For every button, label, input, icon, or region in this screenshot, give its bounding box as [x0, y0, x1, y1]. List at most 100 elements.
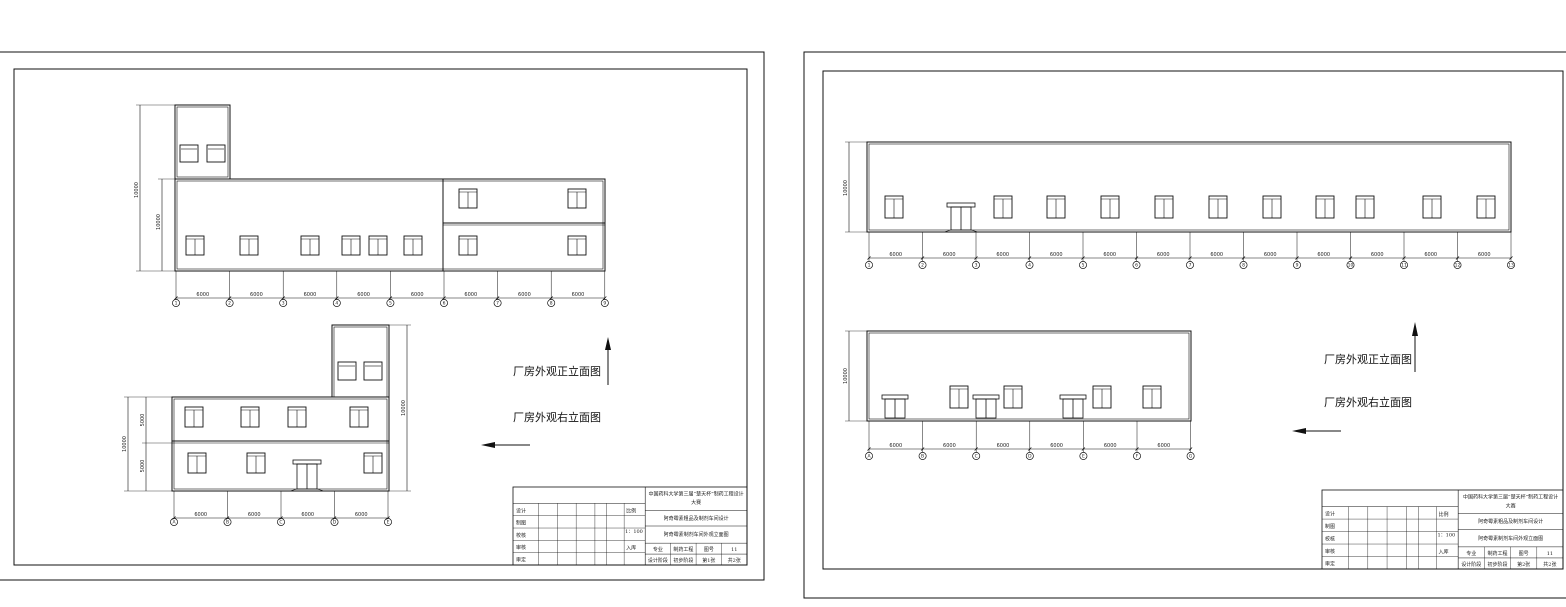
- window-icon: [567, 235, 587, 256]
- bay-dimension: 6000: [1317, 252, 1330, 258]
- window-icon: [1046, 195, 1066, 219]
- window-icon: [239, 235, 259, 256]
- sheet-1-lower-height-dim-3: 5000: [140, 460, 146, 473]
- bay-dimension: 6000: [304, 292, 317, 298]
- axis-label: A: [867, 454, 871, 460]
- axis-label: C: [279, 520, 282, 526]
- bay-dimension: 6000: [996, 252, 1009, 258]
- window-icon: [206, 144, 226, 163]
- axis-bubble-icon: [440, 299, 448, 307]
- bay-dimension: 6000: [943, 252, 956, 258]
- axis-bubble-icon: [600, 299, 609, 307]
- axis-bubble-icon: [1293, 261, 1301, 269]
- axis-bubble-icon: [332, 299, 341, 307]
- window-icon: [368, 235, 388, 256]
- scale-label: 比例: [1438, 511, 1448, 518]
- axis-bubble-icon: [1079, 261, 1087, 269]
- axis-label: 2: [921, 263, 924, 269]
- window-icon: [1100, 195, 1120, 219]
- window-icon: [363, 452, 383, 474]
- axis-bubble-icon: [1132, 261, 1141, 269]
- title-block-cell: 专业: [653, 546, 663, 553]
- title-block-cell: 共2张: [728, 557, 741, 564]
- sheet-2-upper-height-dim: 10000: [843, 180, 849, 196]
- sheet-2-inner-frame: [822, 70, 1564, 570]
- scale-value: 1：100: [1437, 533, 1455, 539]
- axis-label: D: [1028, 454, 1032, 460]
- sheet-1-lower-height-dim-1: 10000: [122, 436, 128, 452]
- project-title: 阿奇霉素粗品及制剂车间设计: [1478, 518, 1543, 525]
- bay-dimension: 6000: [411, 292, 424, 298]
- window-icon: [349, 406, 369, 428]
- title-block-role: 审核: [516, 544, 526, 551]
- bay-dimension: 6000: [357, 292, 370, 298]
- sheet-2-title-block: 设计制图校核审核审定比例1：100入库中国药科大学第三届“楚天杯”制药工程设计大…: [1321, 489, 1564, 570]
- north-arrow-icon: [605, 337, 611, 385]
- axis-label: 7: [496, 301, 499, 307]
- bay-dimension: 6000: [889, 252, 902, 258]
- title-block-cell: 初步阶段: [673, 557, 693, 564]
- axis-label: D: [333, 520, 337, 526]
- bay-dimension: 6000: [997, 443, 1010, 449]
- axis-bubble-icon: [172, 299, 180, 307]
- competition-title-cont: 大赛: [691, 499, 701, 506]
- axis-label: 6: [443, 301, 446, 307]
- axis-label: 2: [228, 301, 231, 307]
- bay-dimension: 6000: [1104, 443, 1117, 449]
- title-block-cell: 图号: [704, 547, 714, 553]
- window-icon: [1476, 195, 1496, 219]
- scale-label: 比例: [626, 508, 636, 515]
- axis-label: 12: [1455, 263, 1461, 269]
- title-block-role: 设计: [516, 507, 526, 514]
- door-icon: [943, 202, 979, 233]
- window-icon: [184, 406, 204, 428]
- sheet-1-inner-frame: [13, 68, 748, 566]
- sheet-2-lower-height-dim: 10000: [843, 368, 849, 384]
- title-block-cell: 设计阶段: [648, 557, 668, 564]
- axis-bubble-icon: [384, 518, 392, 526]
- axis-bubble-icon: [493, 299, 502, 307]
- window-icon: [1142, 385, 1162, 409]
- bay-dimension: 6000: [572, 292, 585, 298]
- sheet-1-lower-height-dim-2: 5000: [140, 414, 146, 427]
- title-block-role: 制图: [516, 520, 526, 527]
- window-icon: [337, 361, 357, 381]
- sheet-2-outer-frame: [803, 51, 1566, 599]
- sheet-1-right-elevation-caption: 厂房外观右立面图: [513, 410, 601, 424]
- bay-dimension: 6000: [943, 443, 956, 449]
- axis-bubble-icon: [918, 452, 927, 460]
- bay-dimension: 6000: [518, 292, 531, 298]
- window-icon: [1092, 385, 1112, 409]
- axis-bubble-icon: [1186, 261, 1194, 269]
- axis-bubble-icon: [547, 299, 556, 307]
- sheet-2-front-elevation-caption: 厂房外观正立面图: [1324, 352, 1412, 366]
- axis-label: 13: [1508, 263, 1514, 269]
- bay-dimension: 6000: [250, 292, 263, 298]
- axis-bubble-icon: [330, 518, 339, 526]
- window-icon: [246, 452, 266, 474]
- axis-label: 10: [1348, 263, 1354, 269]
- title-block-cell: 第1张: [702, 557, 715, 564]
- axis-label: A: [172, 520, 176, 526]
- axis-bubble-icon: [279, 299, 288, 307]
- axis-label: F: [1136, 454, 1139, 460]
- bay-dimension: 6000: [1371, 252, 1384, 258]
- axis-bubble-icon: [386, 299, 395, 307]
- window-icon: [567, 188, 587, 209]
- window-icon: [240, 406, 260, 428]
- west-arrow-icon: [481, 442, 530, 448]
- axis-bubble-icon: [1453, 261, 1462, 269]
- door-icon: [881, 394, 909, 419]
- north-arrow-icon: [1412, 322, 1418, 372]
- axis-bubble-icon: [277, 518, 285, 526]
- window-icon: [187, 452, 207, 474]
- bay-dimension: 6000: [1157, 252, 1170, 258]
- title-block-role: 校核: [516, 532, 526, 539]
- bay-dimension: 6000: [1103, 252, 1116, 258]
- bay-dimension: 6000: [1050, 252, 1063, 258]
- axis-bubble-icon: [1133, 452, 1141, 460]
- title-block-cell: 制药工程: [1487, 550, 1507, 557]
- title-block-cell: 专业: [1466, 550, 1476, 557]
